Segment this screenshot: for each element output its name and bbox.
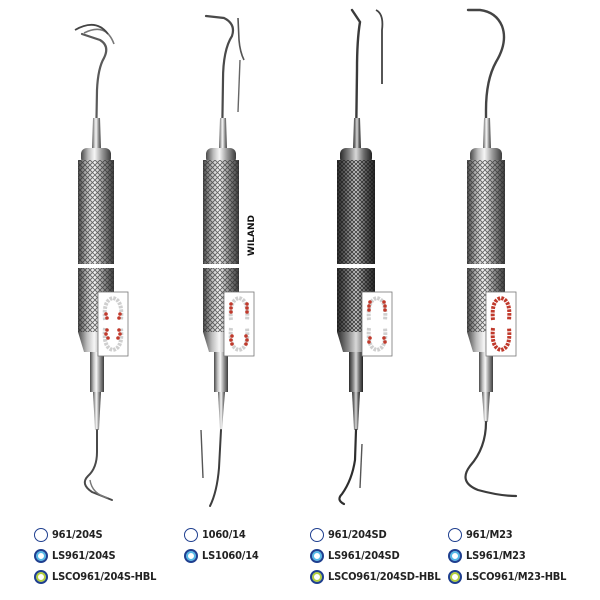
product-code: LSCO961/204SD-HBL (328, 570, 441, 583)
product-code: LSCO961/M23-HBL (466, 570, 567, 583)
instrument-961-204sd (337, 8, 394, 506)
lsco-finish-ring-icon (448, 569, 462, 584)
ls-finish-ring-icon (310, 548, 324, 563)
code-row: 961/204SD (310, 524, 440, 545)
codes-column-961-204sd: 961/204SD LS961/204SD LSCO961/204SD-HBL (310, 524, 441, 587)
standard-finish-ring-icon (448, 527, 462, 542)
instrument-961-204s (74, 24, 130, 501)
codes-column-961-m23: 961/M23 LS961/M23 LSCO961/M23-HBL (448, 524, 566, 587)
product-code: 961/204S (52, 528, 103, 541)
standard-finish-ring-icon (34, 527, 48, 542)
product-code: LS961/204S (52, 549, 116, 562)
ls-finish-ring-icon (448, 548, 462, 563)
codes-column-961-204s: 961/204S LS961/204S LSCO961/204S-HBL (34, 524, 156, 587)
product-code: 961/204SD (328, 528, 387, 541)
standard-finish-ring-icon (184, 527, 198, 542)
ls-finish-ring-icon (34, 548, 48, 563)
product-code: LSCO961/204S-HBL (52, 570, 157, 583)
instrument-1060-14: WILAND (200, 14, 257, 507)
product-code: 1060/14 (202, 528, 246, 541)
code-row: LS1060/14 (184, 545, 259, 566)
product-code: LS961/M23 (466, 549, 526, 562)
code-row: 961/M23 (448, 524, 566, 545)
instrument-961-m23 (464, 8, 518, 498)
standard-finish-ring-icon (310, 527, 324, 542)
lsco-finish-ring-icon (310, 569, 324, 584)
brand-mark: WILAND (247, 215, 257, 256)
ls-finish-ring-icon (184, 548, 198, 563)
code-row: 1060/14 (184, 524, 259, 545)
code-row: LSCO961/204S-HBL (34, 566, 156, 587)
code-row: LSCO961/204SD-HBL (310, 566, 441, 587)
codes-column-1060-14: 1060/14 LS1060/14 (184, 524, 259, 566)
code-row: LS961/204SD (310, 545, 440, 566)
code-row: LS961/204S (34, 545, 156, 566)
product-code: 961/M23 (466, 528, 513, 541)
product-code: LS1060/14 (202, 549, 259, 562)
product-code: LS961/204SD (328, 549, 400, 562)
code-row: LSCO961/M23-HBL (448, 566, 566, 587)
code-row: LS961/M23 (448, 545, 566, 566)
lsco-finish-ring-icon (34, 569, 48, 584)
code-row: 961/204S (34, 524, 156, 545)
